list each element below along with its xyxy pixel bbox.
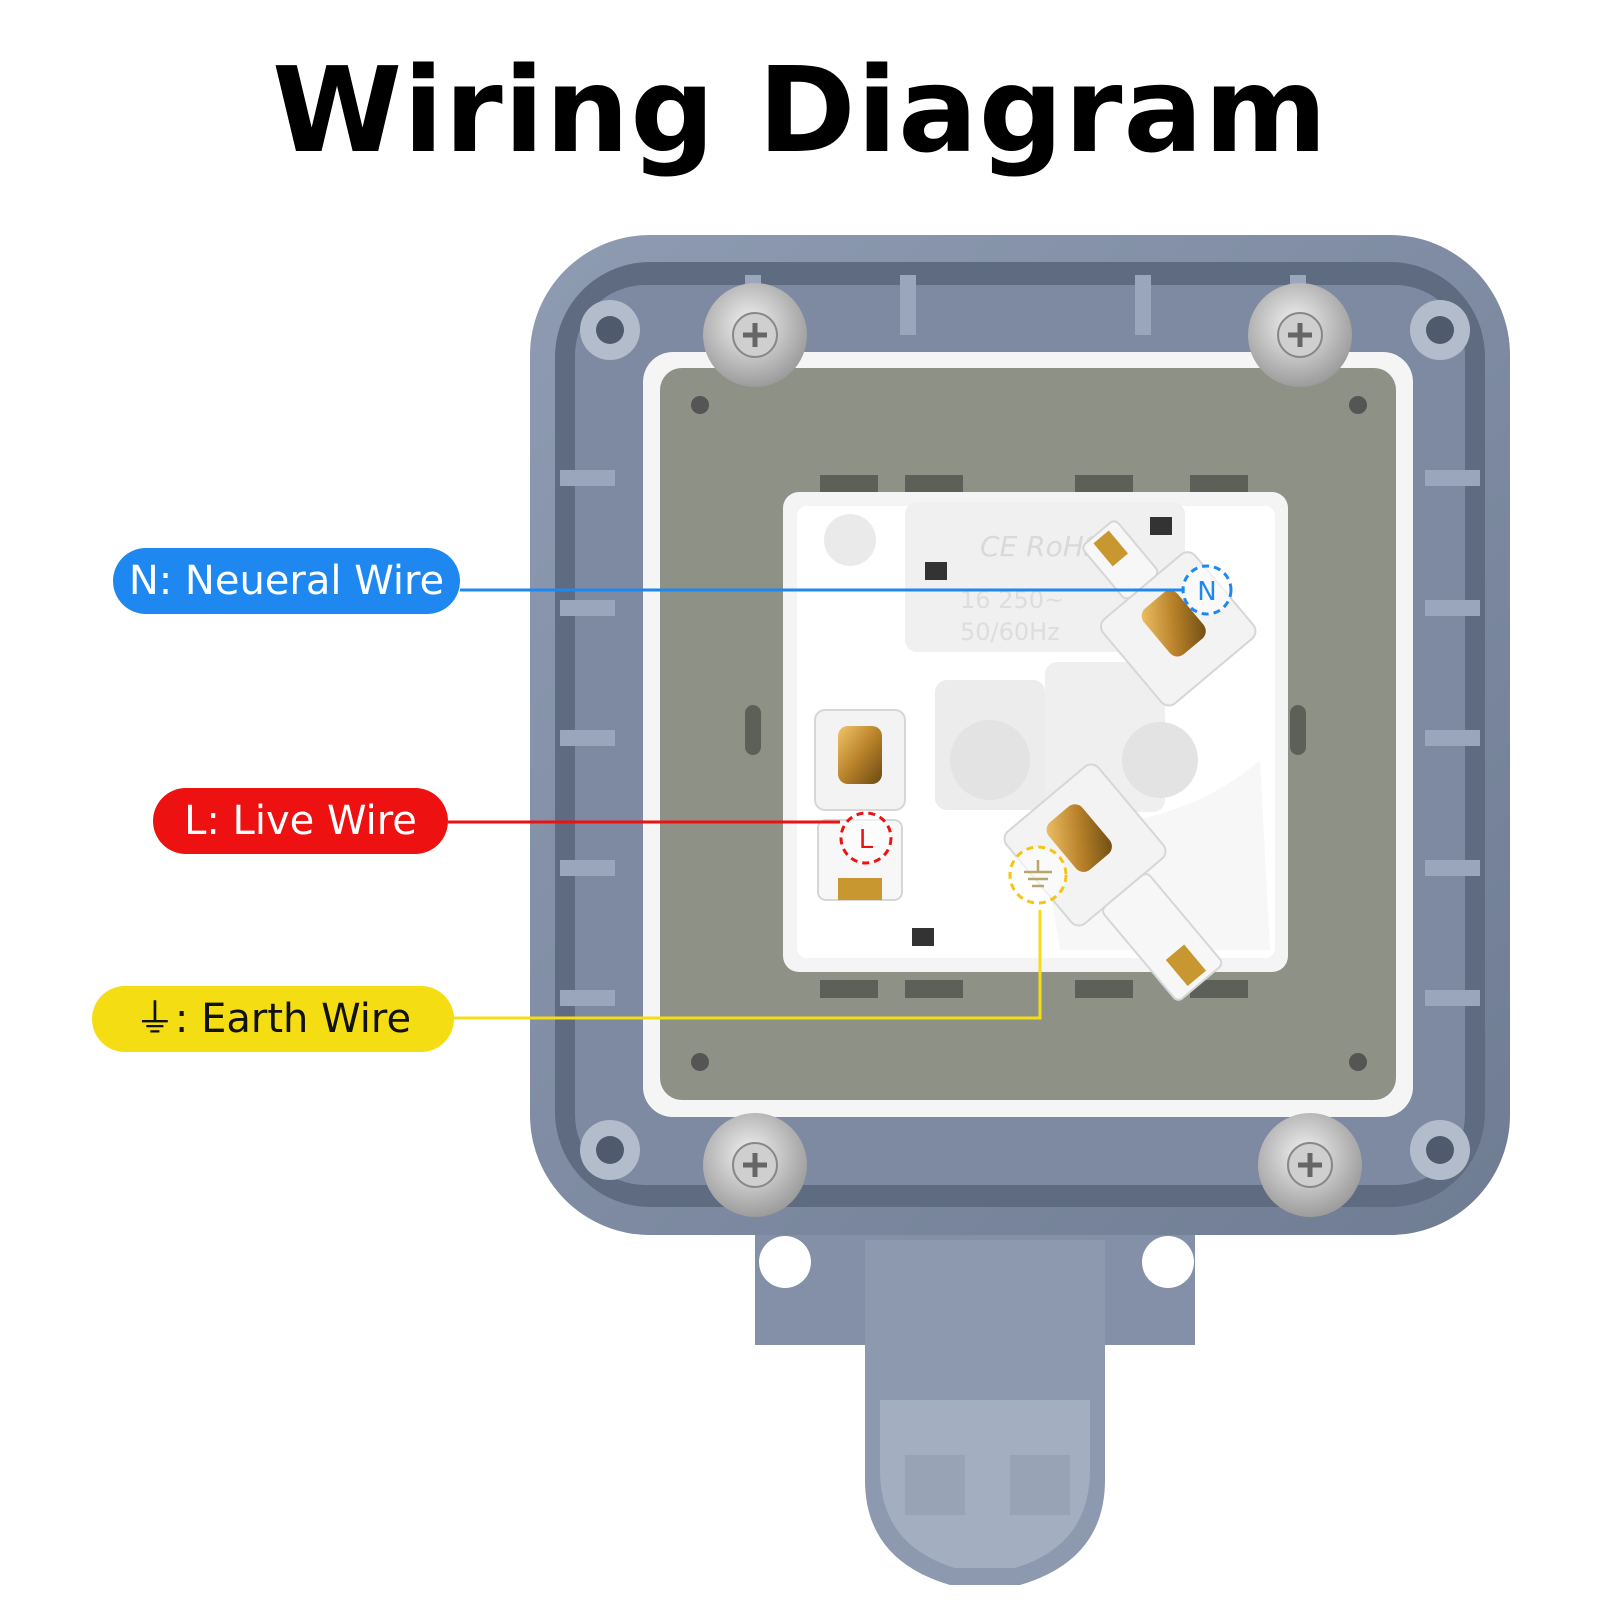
live-terminal <box>814 709 906 901</box>
live-wire-text: L: Live Wire <box>184 798 417 844</box>
neutral-marker-letter: N <box>1197 577 1216 607</box>
earth-wire-text: : Earth Wire <box>174 996 412 1042</box>
screw-top-right <box>1248 283 1352 387</box>
earth-icon <box>1024 860 1052 888</box>
live-terminal-marker: L <box>839 811 893 865</box>
live-wire-label: L: Live Wire <box>153 788 448 854</box>
earth-wire-label: ⏚: Earth Wire <box>92 986 454 1052</box>
earth-symbol-icon: ⏚ <box>134 996 175 1042</box>
earth-leader-line <box>454 910 1042 1020</box>
screw-top-left <box>703 283 807 387</box>
screw-bottom-left <box>703 1113 807 1217</box>
neutral-terminal-marker: N <box>1181 564 1233 616</box>
frequency-marking: 50/60Hz <box>960 618 1060 646</box>
live-marker-letter: L <box>859 825 874 855</box>
bottom-flap <box>755 1225 1195 1585</box>
screw-bottom-right <box>1258 1113 1362 1217</box>
cert-marking: CE RoHS <box>980 530 1102 563</box>
neutral-wire-label: N: Neueral Wire <box>113 548 460 614</box>
page-title: Wiring Diagram <box>271 41 1329 179</box>
earth-terminal-marker <box>1008 845 1068 905</box>
neutral-wire-text: N: Neueral Wire <box>128 558 445 604</box>
